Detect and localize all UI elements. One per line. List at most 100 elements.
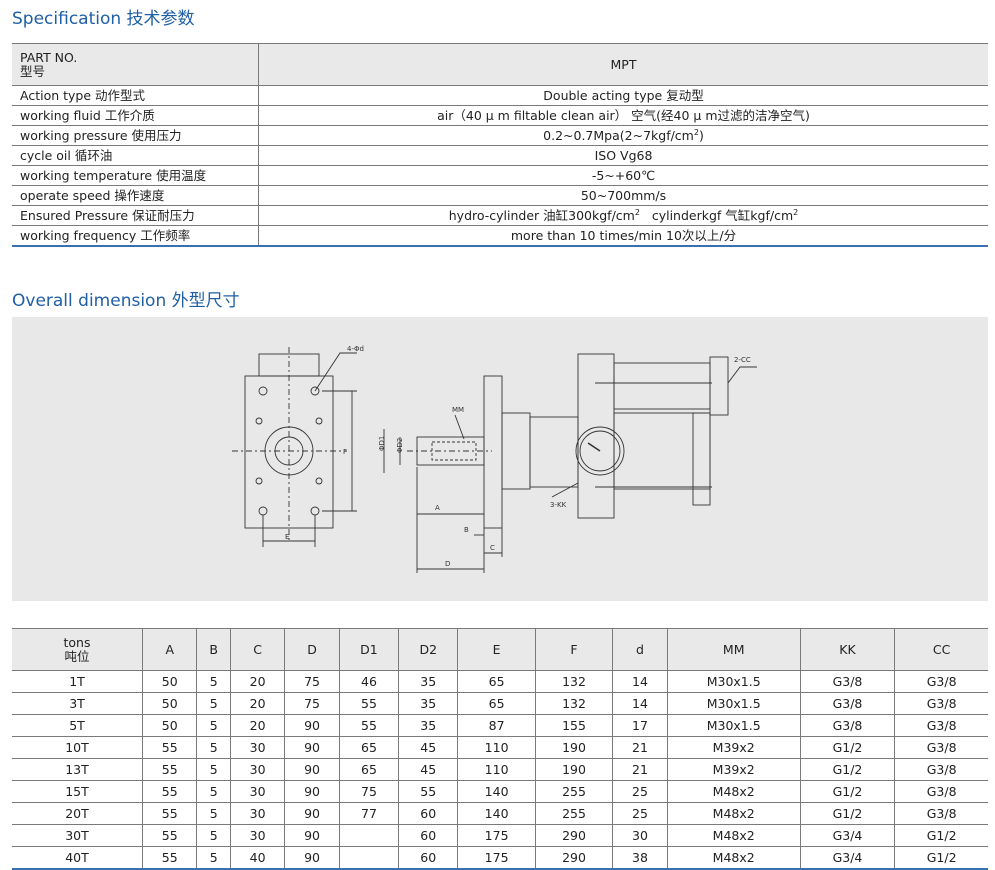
table-cell: 87 — [457, 714, 536, 737]
table-cell — [339, 824, 400, 847]
table-cell: G1/2 — [800, 780, 896, 803]
table-cell: 21 — [612, 758, 668, 781]
table-cell: 55 — [142, 780, 198, 803]
table-cell: G3/8 — [800, 714, 896, 737]
spec-value: more than 10 times/min 10次以上/分 — [258, 225, 988, 247]
spec-header-row: PART NO. 型号 MPT — [12, 43, 988, 86]
spec-header-label: PART NO. 型号 — [12, 43, 259, 86]
table-cell: 65 — [339, 736, 400, 759]
table-cell: 255 — [535, 780, 614, 803]
table-cell: G1/2 — [800, 802, 896, 825]
side-body — [501, 412, 531, 490]
table-cell: G1/2 — [800, 758, 896, 781]
label-a: A — [435, 504, 440, 512]
table-cell: 90 — [284, 714, 340, 737]
spec-label: Ensured Pressure 保证耐压力 — [12, 205, 259, 226]
table-cell: 90 — [284, 802, 340, 825]
table-cell: 5 — [196, 802, 231, 825]
spec-label: working temperature 使用温度 — [12, 165, 259, 186]
spec-value: Double acting type 复动型 — [258, 85, 988, 106]
table-cell: 20 — [230, 714, 286, 737]
table-cell: G3/4 — [800, 846, 896, 870]
table-cell: 255 — [535, 802, 614, 825]
table-cell: G3/8 — [894, 736, 988, 759]
front-view: 4-Φd F E — [232, 345, 364, 547]
table-cell: M39x2 — [667, 758, 801, 781]
table-cell: 14 — [612, 692, 668, 715]
bolt-hole — [258, 386, 268, 396]
column-header: F — [535, 628, 614, 671]
port-hole — [315, 417, 323, 425]
table-cell: 55 — [142, 758, 198, 781]
spec-row: working temperature 使用温度 -5~+60℃ — [12, 165, 988, 186]
table-cell: 132 — [535, 692, 614, 715]
column-header: A — [142, 628, 198, 671]
table-cell: 175 — [457, 846, 536, 870]
bolt-hole — [258, 506, 268, 516]
table-cell: G3/4 — [800, 824, 896, 847]
table-cell: 60 — [398, 824, 459, 847]
tons-label-cn: 吨位 — [64, 648, 90, 664]
table-cell: G3/8 — [894, 802, 988, 825]
spec-label: working fluid 工作介质 — [12, 105, 259, 126]
dimension-drawing: 4-Φd F E MM ΦD1 ΦD2 A B — [12, 317, 988, 601]
spec-value-text: ) — [698, 128, 704, 143]
tonnage-cell: 40T — [12, 846, 143, 870]
table-cell: 30 — [230, 802, 286, 825]
table-cell: 155 — [535, 714, 614, 737]
spec-label: Action type 动作型式 — [12, 85, 259, 106]
spec-value-sup: 2 — [634, 207, 640, 217]
port-hole — [255, 417, 263, 425]
booster-block — [577, 353, 615, 519]
table-cell: 50 — [142, 670, 198, 693]
table-cell: G3/8 — [894, 780, 988, 803]
spec-heading: Specification 技术参数 — [12, 9, 195, 29]
table-cell: G1/2 — [894, 846, 988, 870]
spec-label: working frequency 工作频率 — [12, 225, 259, 247]
table-cell: 5 — [196, 692, 231, 715]
table-cell: 140 — [457, 780, 536, 803]
label-b: B — [464, 526, 469, 534]
table-cell: 30 — [230, 824, 286, 847]
kk-leader — [551, 482, 579, 498]
table-cell: G3/8 — [894, 758, 988, 781]
spec-value: air（40 μ m filtable clean air） 空气(经40 μ … — [258, 105, 988, 126]
bolt-hole — [310, 506, 320, 516]
table-cell: 55 — [398, 780, 459, 803]
port-hole — [255, 477, 263, 485]
table-cell: G3/8 — [800, 692, 896, 715]
column-header: MM — [667, 628, 801, 671]
table-cell: 110 — [457, 736, 536, 759]
spec-value: ISO Vg68 — [258, 145, 988, 166]
table-cell: 5 — [196, 758, 231, 781]
model-label: 型号 — [20, 63, 46, 79]
spec-row: operate speed 操作速度 50~700mm/s — [12, 185, 988, 206]
spec-value: 0.2~0.7Mpa(2~7kgf/cm2) — [258, 125, 988, 146]
spec-row: Action type 动作型式 Double acting type 复动型 — [12, 85, 988, 106]
spec-value-sup: 2 — [793, 207, 799, 217]
end-cap-bottom — [692, 412, 711, 506]
column-header: D — [284, 628, 340, 671]
spec-header-value: MPT — [258, 43, 988, 86]
label-f: F — [343, 448, 347, 456]
pressure-gauge-inner — [579, 430, 621, 472]
table-cell: 20 — [230, 670, 286, 693]
spec-label: working pressure 使用压力 — [12, 125, 259, 146]
tonnage-cell: 3T — [12, 692, 143, 715]
table-cell: 90 — [284, 780, 340, 803]
table-cell: 190 — [535, 758, 614, 781]
table-cell: 20 — [230, 692, 286, 715]
table-cell: 45 — [398, 758, 459, 781]
table-cell: 55 — [142, 824, 198, 847]
table-cell: 75 — [284, 692, 340, 715]
table-cell: 38 — [612, 846, 668, 870]
label-d2: ΦD2 — [396, 438, 404, 453]
table-cell: 290 — [535, 846, 614, 870]
table-cell: 25 — [612, 802, 668, 825]
cc-leader — [727, 366, 757, 384]
label-mm: MM — [452, 406, 464, 414]
